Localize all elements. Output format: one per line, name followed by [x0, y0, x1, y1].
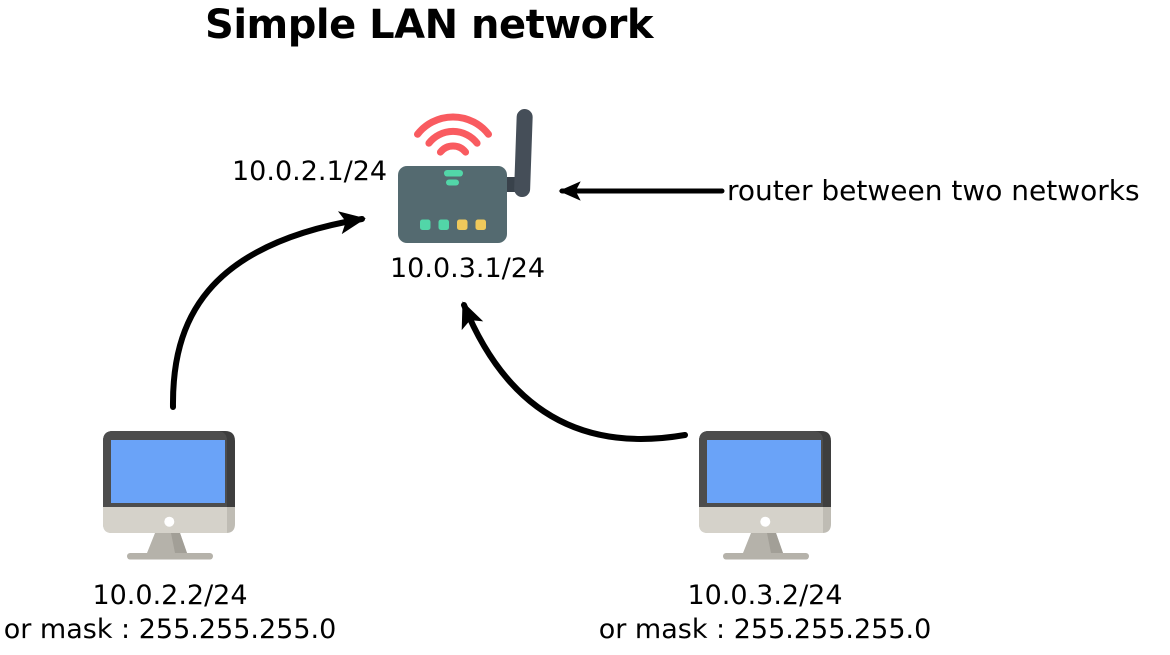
right-computer-mask-label: or mask : 255.255.255.0 [598, 614, 932, 645]
left-computer-ip-label: 10.0.2.2/24 [92, 580, 248, 611]
router-annotation-label: router between two networks [727, 174, 1140, 207]
monitor-camera-dot [164, 516, 175, 527]
right-computer-ip-label: 10.0.3.2/24 [687, 580, 843, 611]
desktop-computer-icon [103, 431, 235, 560]
wireless-router-icon [398, 109, 533, 243]
wifi-wave-middle-icon [425, 127, 481, 147]
router-antenna [514, 109, 533, 198]
left-computer-mask-label: or mask : 255.255.255.0 [3, 614, 337, 645]
monitor-camera-dot [760, 516, 771, 527]
wifi-wave-inner-icon [436, 142, 470, 156]
router-led-2 [438, 219, 449, 230]
router-led-3 [457, 219, 468, 230]
desktop-computer-icon [699, 431, 831, 560]
router-status-dash-short [446, 179, 459, 186]
monitor-stand-shadow [171, 533, 187, 553]
monitor-stand-shadow [767, 533, 783, 553]
router-ip-left-label: 10.0.2.1/24 [232, 156, 388, 187]
arrow-right-computer-to-router [461, 301, 688, 442]
router-led-1 [420, 219, 431, 230]
arrow-left-computer-to-router [169, 211, 366, 410]
monitor-base [723, 553, 809, 560]
monitor-base [127, 553, 213, 560]
left-computer-caption: 10.0.2.2/24 or mask : 255.255.255.0 [4, 579, 337, 647]
router-status-dash-long [444, 170, 463, 177]
router-body [398, 166, 507, 243]
right-computer-caption: 10.0.3.2/24 or mask : 255.255.255.0 [599, 579, 932, 647]
router-ip-bottom-label: 10.0.3.1/24 [390, 253, 546, 284]
monitor-screen [707, 440, 821, 503]
monitor-screen [111, 440, 225, 503]
page-title: Simple LAN network [205, 2, 653, 48]
wifi-wave-outer-icon [414, 113, 492, 138]
router-led-4 [475, 219, 486, 230]
